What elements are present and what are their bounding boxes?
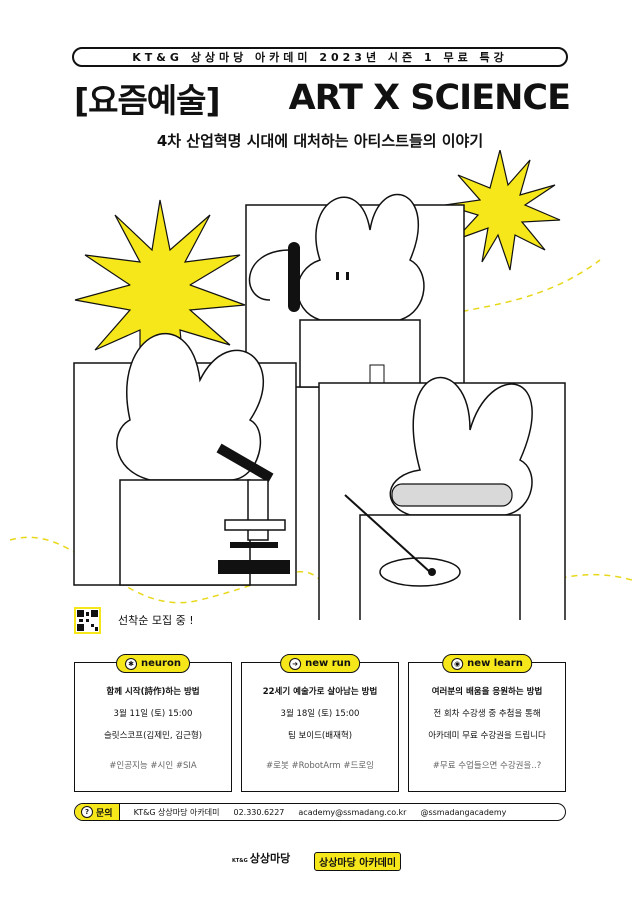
card-topic: 22세기 예술가로 살아남는 방법	[262, 687, 378, 697]
lecture-card-2: ➜ new run 22세기 예술가로 살아남는 방법 3월 18일 (토) 1…	[241, 654, 399, 792]
sun-icon-right	[444, 150, 561, 271]
card-topic: 여러분의 배움을 응원하는 방법	[431, 687, 543, 697]
title-bracket: [요즘예술]	[74, 81, 221, 120]
event-line: KT&G 상상마당 아카데미 2023년 시즌 1 무료 특강	[72, 47, 568, 67]
lecture-card-1: ✱ neuron 함께 시작(詩作)하는 방법 3월 11일 (토) 15:00…	[74, 654, 232, 792]
card-tags: #로봇 #RobotArm #드로잉	[266, 761, 374, 771]
card-tag: ◉ new learn	[442, 654, 532, 673]
card-speaker: 슬릿스코프(김제민, 김근형)	[103, 731, 203, 741]
qr-code-icon[interactable]	[74, 607, 101, 634]
contact-label: ? 문의	[75, 804, 120, 820]
card-date: 3월 18일 (토) 15:00	[280, 709, 360, 719]
contact-sns[interactable]: @ssmadangacademy	[420, 807, 507, 817]
recruit-text: 선착순 모집 중 !	[118, 614, 194, 627]
run-icon: ➜	[289, 657, 302, 670]
sangsangmadang-logo: KT&G 상상마당	[232, 852, 291, 865]
question-icon: ?	[81, 806, 93, 818]
sun-icon-left	[74, 199, 246, 381]
contact-org: KT&G 상상마당 아카데미	[133, 807, 220, 817]
contact-bar: ? 문의 KT&G 상상마당 아카데미 02.330.6227 academy@…	[74, 803, 566, 821]
card-tag: ✱ neuron	[116, 654, 190, 673]
card-date: 3월 11일 (토) 15:00	[113, 709, 193, 719]
academy-logo: 상상마당 아카데미	[314, 852, 402, 871]
page-title: [요즘예술] ART X SCIENCE	[74, 74, 571, 122]
subtitle: 4차 산업혁명 시대에 대처하는 아티스트들의 이야기	[156, 132, 484, 150]
neuron-icon: ✱	[125, 657, 138, 670]
bulb-icon: ◉	[451, 657, 464, 670]
contact-email[interactable]: academy@ssmadang.co.kr	[298, 807, 407, 817]
card-tags: #무료 수업들으면 수강권을..?	[432, 761, 542, 771]
title-main: ART X SCIENCE	[288, 78, 571, 118]
card-topic: 함께 시작(詩作)하는 방법	[106, 687, 200, 697]
card-line2: 전 회차 수강생 중 추첨을 통해	[433, 709, 541, 719]
microscope-icon	[216, 443, 290, 574]
card-tag: ➜ new run	[280, 654, 360, 673]
card-speaker: 팀 보이드(배재혁)	[287, 731, 353, 741]
contact-phone[interactable]: 02.330.6227	[233, 807, 285, 817]
lecture-card-3: ◉ new learn 여러분의 배움을 응원하는 방법 전 회차 수강생 중 …	[408, 654, 566, 792]
rabbit-scientists-illustration	[9, 150, 633, 620]
card-line3: 아카데미 무료 수강권을 드립니다	[428, 731, 546, 741]
card-tags: #인공지능 #시인 #SIA	[109, 761, 197, 771]
